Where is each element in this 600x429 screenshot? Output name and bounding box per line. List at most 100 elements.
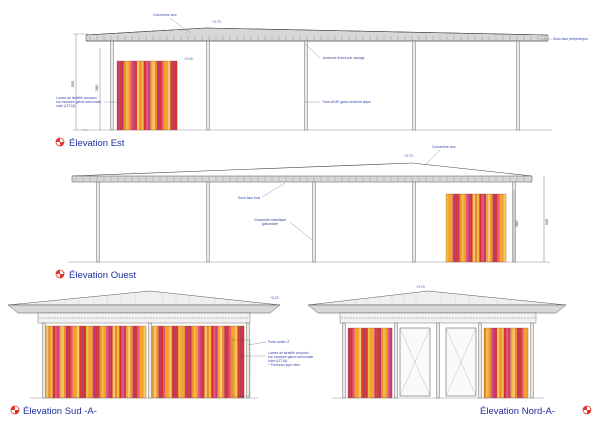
panel-stripe <box>484 328 487 398</box>
beam-dot <box>243 317 245 319</box>
beam-dot <box>192 317 194 319</box>
beam-dot <box>518 317 520 319</box>
beam-dot <box>530 317 532 319</box>
panel-stripe <box>126 326 129 398</box>
panel-stripe <box>374 328 377 398</box>
beam-dot <box>234 317 236 319</box>
beam-dot <box>225 317 227 319</box>
beam-dot <box>383 317 385 319</box>
panel-stripe <box>461 194 464 262</box>
panel-stripe <box>448 194 451 262</box>
panel-stripe <box>378 328 382 398</box>
beam-dot <box>156 317 158 319</box>
panel-stripe <box>170 61 173 130</box>
sud-beam <box>37 312 251 324</box>
beam-dot <box>410 317 412 319</box>
beam-dot <box>395 317 397 319</box>
beam-dot <box>356 317 358 319</box>
panel-stripe <box>148 61 151 130</box>
panel-stripe <box>97 326 100 398</box>
panel-stripe <box>235 326 238 398</box>
panel-stripe <box>63 326 67 398</box>
nord-striped-panels <box>347 327 529 399</box>
beam-dot <box>69 317 71 319</box>
panel-stripe <box>454 194 458 262</box>
panel-stripe <box>106 326 109 398</box>
beam-dot <box>416 317 418 319</box>
label-line: galvanisée <box>262 222 278 226</box>
ouest-label-sous-face: Sous face bois <box>238 196 261 200</box>
beam-dot <box>81 317 83 319</box>
beam-dot <box>449 317 451 319</box>
panel-stripe <box>161 61 164 130</box>
beam-dot <box>443 317 445 319</box>
panel-stripe <box>363 328 366 398</box>
panel-stripe <box>152 61 155 130</box>
beam-dot <box>39 317 41 319</box>
panel-stripe <box>163 61 167 130</box>
panel-stripe <box>72 326 76 398</box>
panel-stripe <box>213 326 216 398</box>
est-striped-panel <box>116 60 178 131</box>
beam-dot <box>461 317 463 319</box>
sud-roof <box>7 290 281 306</box>
panel-stripe <box>88 326 91 398</box>
panel-stripe <box>523 328 526 398</box>
sud-leader-porte <box>247 341 267 346</box>
panel-stripe <box>486 328 489 398</box>
panel-stripe <box>139 61 142 130</box>
beam-dot <box>398 317 400 319</box>
beam-dot <box>102 317 104 319</box>
beam-dot <box>60 317 62 319</box>
panel-stripe <box>365 328 368 398</box>
beam-dot <box>141 317 143 319</box>
sud-door <box>231 339 251 397</box>
post <box>412 40 416 131</box>
ouest-roof-top <box>71 162 413 177</box>
beam-dot <box>96 317 98 319</box>
panel-stripe <box>66 326 69 398</box>
panel-stripe <box>119 326 122 398</box>
beam-dot <box>380 317 382 319</box>
panel-stripe <box>239 326 242 398</box>
panel-stripe <box>488 194 491 262</box>
panel-stripe <box>165 326 168 398</box>
beam-dot <box>350 317 352 319</box>
beam-dot <box>452 317 454 319</box>
beam-dot <box>404 317 406 319</box>
elevation-nord: +3.70 Élevation Nord-A- <box>307 285 592 417</box>
panel-stripe <box>152 326 155 398</box>
ouest-title-symbol <box>55 269 65 279</box>
beam-dot <box>470 317 472 319</box>
post <box>394 322 398 399</box>
beam-dot <box>123 317 125 319</box>
beam-dot <box>204 317 206 319</box>
beam-dot <box>246 317 248 319</box>
panel-stripe <box>389 328 393 398</box>
nord-roof-lines <box>319 292 553 305</box>
panel-stripe <box>510 328 513 398</box>
panel-stripe <box>114 326 118 398</box>
panel-stripe <box>508 328 511 398</box>
panel-stripe <box>187 326 190 398</box>
beam-dot <box>135 317 137 319</box>
panel-stripe <box>198 326 201 398</box>
panel-stripe <box>123 326 127 398</box>
panel-stripe <box>512 328 515 398</box>
panel-stripe <box>110 326 113 398</box>
nord-door-left-diag-2 <box>399 327 431 397</box>
nord-title-symbol <box>582 405 592 415</box>
beam-dot <box>162 317 164 319</box>
beam-dot <box>171 317 173 319</box>
beam-dot <box>198 317 200 319</box>
beam-dot <box>359 317 361 319</box>
panel-stripe <box>79 326 82 398</box>
beam-dot <box>240 317 242 319</box>
panel-stripe <box>143 61 147 130</box>
panel-stripe <box>117 61 120 130</box>
panel-stripe <box>499 328 502 398</box>
beam-dot <box>479 317 481 319</box>
panel-stripe <box>204 326 207 398</box>
